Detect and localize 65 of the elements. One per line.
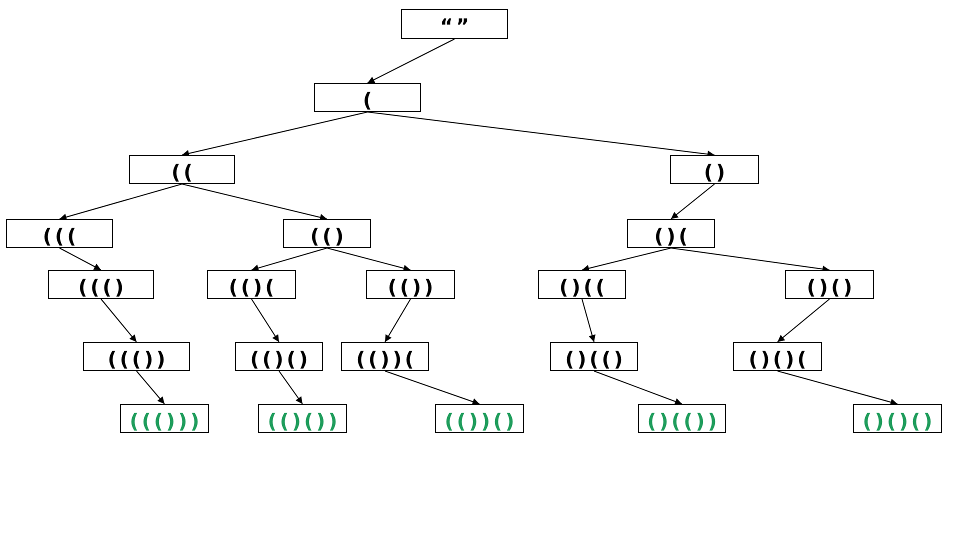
tree-node-box xyxy=(314,83,421,112)
arrow xyxy=(251,298,280,342)
bracket-sequence: ((()) xyxy=(106,348,168,368)
arrow xyxy=(182,112,368,157)
tree-node-box xyxy=(6,219,113,248)
tree-node-box xyxy=(435,404,524,433)
bracket-sequence: (() xyxy=(309,226,347,246)
arrow xyxy=(59,184,182,220)
bracket-sequence: “” xyxy=(438,16,472,36)
bracket-sequence: ()()( xyxy=(748,348,810,368)
bracket-sequence: () xyxy=(702,162,728,182)
tree-node-box xyxy=(258,404,347,433)
tree-node-box xyxy=(83,342,190,371)
arrow xyxy=(670,248,830,272)
bracket-sequence: ((())) xyxy=(128,410,202,430)
bracket-sequence: ()()() xyxy=(862,410,936,430)
bracket-sequence: (( xyxy=(170,162,196,182)
bracket-sequence: (()()) xyxy=(266,410,340,430)
bracket-sequence: (()() xyxy=(249,348,311,368)
bracket-sequence: ()(( xyxy=(558,276,608,296)
bracket-sequence: ()() xyxy=(806,276,856,296)
arrow xyxy=(251,248,328,272)
arrow xyxy=(367,38,455,84)
tree-node-box xyxy=(853,404,942,433)
bracket-sequence: ()(()) xyxy=(646,410,720,430)
bracket-sequence: ()( xyxy=(653,226,691,246)
bracket-sequence: ((() xyxy=(77,276,127,296)
tree-node-box xyxy=(366,270,455,299)
tree-node-box xyxy=(235,342,323,371)
tree-node-box xyxy=(550,342,638,371)
arrow xyxy=(136,370,165,404)
tree-node-box xyxy=(733,342,822,371)
arrow xyxy=(278,370,303,404)
arrow xyxy=(777,370,898,406)
tree-node-box xyxy=(207,270,296,299)
tree-node-box xyxy=(670,155,759,184)
tree-node-box xyxy=(120,404,209,433)
bracket-sequence: (())( xyxy=(355,348,417,368)
tree-node-box xyxy=(129,155,235,184)
arrow xyxy=(384,298,411,342)
bracket-sequence: (())() xyxy=(444,410,518,430)
tree-node-box xyxy=(638,404,726,433)
bracket-sequence: ( xyxy=(362,90,376,110)
arrow xyxy=(582,248,672,272)
tree-node-box xyxy=(401,9,508,39)
bracket-sequence: ((( xyxy=(42,226,80,246)
arrow xyxy=(777,298,830,342)
tree-node-box xyxy=(785,270,874,299)
arrow xyxy=(326,248,411,272)
arrow xyxy=(670,184,715,220)
tree-node-box xyxy=(48,270,154,299)
bracket-sequence: (()( xyxy=(228,276,278,296)
arrow xyxy=(594,370,682,405)
arrow xyxy=(384,370,480,405)
arrow xyxy=(582,298,596,342)
tree-node-box xyxy=(627,219,715,248)
bracket-sequence: ()(() xyxy=(564,348,626,368)
tree-node-box xyxy=(341,342,429,371)
arrow xyxy=(100,298,137,342)
arrow xyxy=(367,112,715,158)
arrow xyxy=(182,184,328,221)
tree-node-box xyxy=(283,219,371,248)
tree-node-box xyxy=(538,270,626,299)
bracket-sequence: (()) xyxy=(386,276,436,296)
arrow xyxy=(59,248,102,270)
